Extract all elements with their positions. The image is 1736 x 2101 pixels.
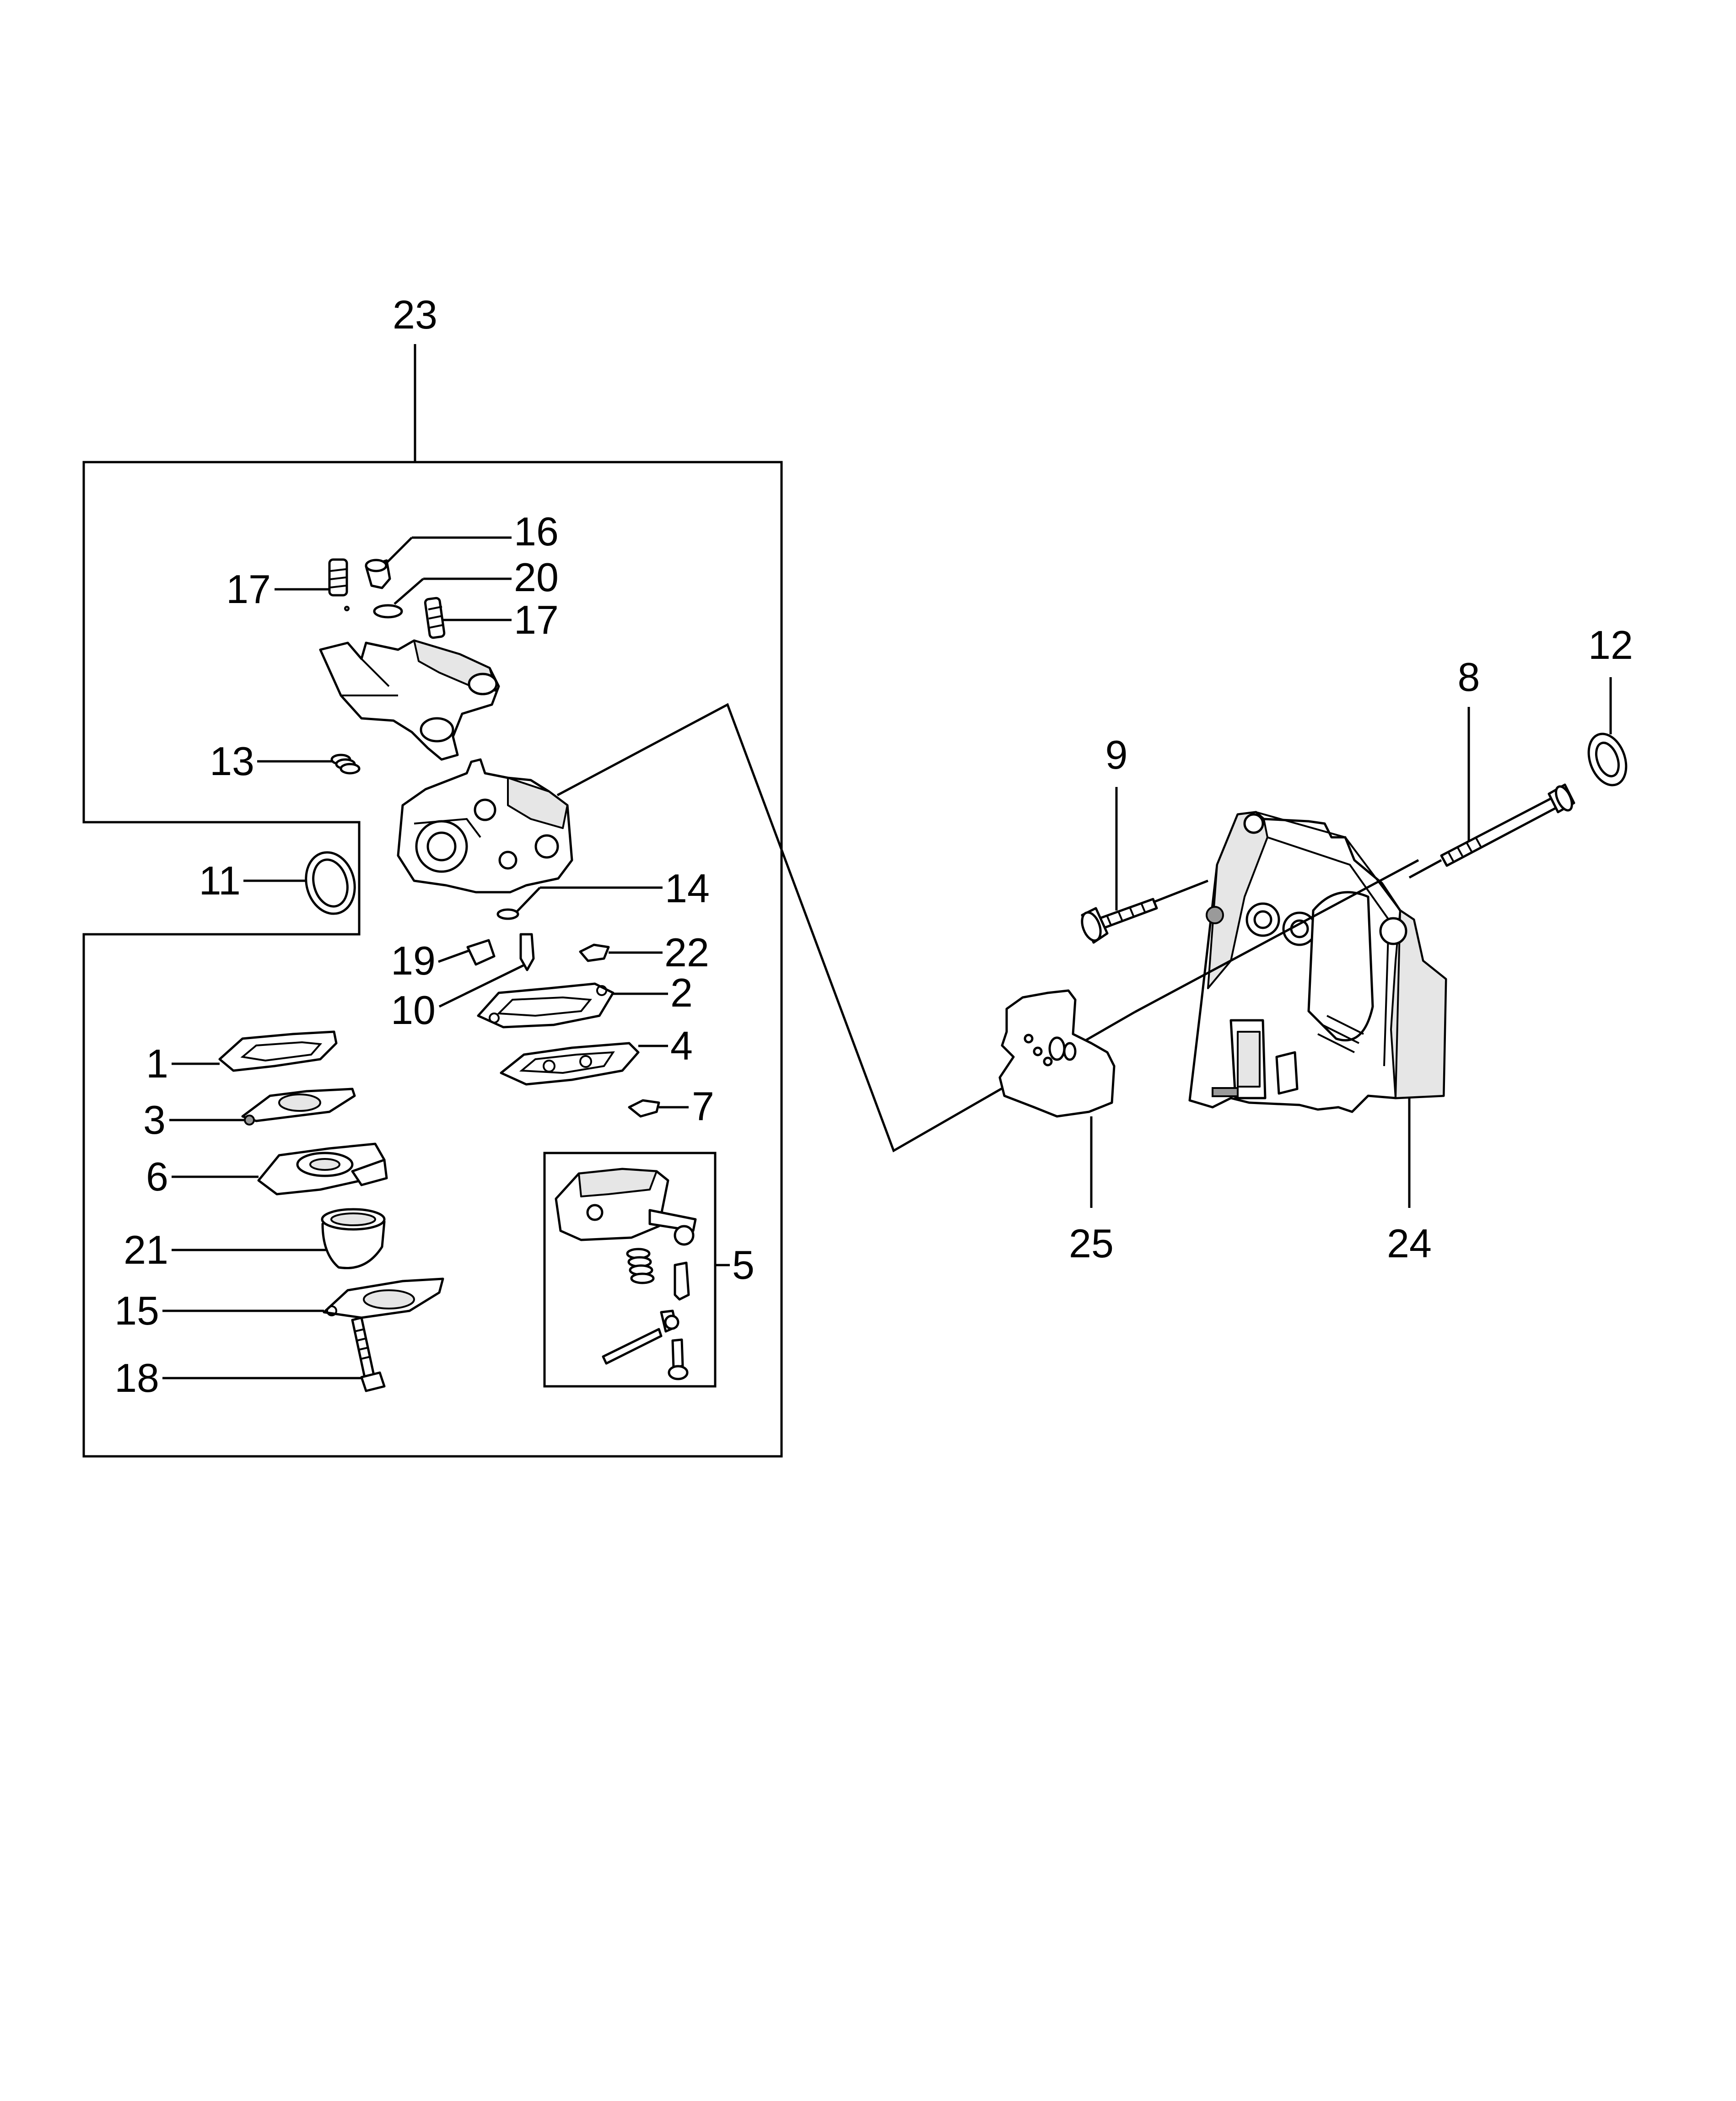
callout-3: 3	[143, 1097, 166, 1142]
callout-8: 8	[1458, 654, 1480, 700]
cover-6	[257, 1142, 388, 1196]
cap-19	[466, 939, 496, 966]
metering-assembly-frame	[543, 1152, 717, 1388]
needle-10	[519, 933, 535, 971]
gasket-1	[218, 1030, 338, 1072]
o-ring-20	[373, 604, 403, 619]
callout-2: 2	[670, 970, 693, 1015]
leader-20	[394, 578, 424, 605]
callout-20: 20	[514, 555, 559, 600]
check-valve-22	[579, 943, 610, 962]
washer-12	[1587, 733, 1628, 787]
callout-17a: 17	[226, 566, 271, 612]
callout-18: 18	[114, 1355, 159, 1401]
bolt-8-axis	[1408, 859, 1442, 879]
screw-18	[351, 1316, 386, 1392]
carburetor-assembly-frame	[82, 461, 783, 1458]
intake-bracket-24	[1188, 811, 1447, 1113]
primer-bulb-21	[321, 1208, 386, 1269]
callout-10: 10	[391, 987, 436, 1033]
bolt-8	[1440, 783, 1575, 867]
insulator-plate-25	[998, 989, 1116, 1118]
leader-14	[516, 887, 541, 912]
metering-assembly-parts	[555, 1168, 697, 1380]
callout-15: 15	[114, 1288, 159, 1333]
callout-17b: 17	[514, 597, 559, 642]
carburetor-upper-body	[319, 639, 500, 761]
callout-16: 16	[514, 509, 559, 554]
screw-9-axis	[1153, 879, 1208, 904]
leader-19	[438, 949, 469, 963]
callout-4: 4	[670, 1023, 693, 1068]
callout-22: 22	[664, 930, 709, 975]
carburetor-main-body	[397, 758, 573, 894]
pump-diaphragm-4	[500, 1042, 640, 1086]
callout-24: 24	[1387, 1221, 1432, 1266]
alignment-axis	[1134, 859, 1419, 1013]
callout-14: 14	[665, 866, 710, 911]
callout-21: 21	[124, 1227, 168, 1272]
callout-1: 1	[146, 1041, 168, 1086]
filter-screen-7	[628, 1099, 660, 1118]
callout-25: 25	[1069, 1221, 1114, 1266]
o-ring-14	[496, 908, 519, 920]
leader-10	[438, 963, 526, 1008]
callout-19: 19	[391, 938, 436, 983]
callout-7: 7	[692, 1083, 714, 1129]
adjusting-screw-right	[424, 597, 446, 639]
fitting	[365, 559, 391, 589]
callout-11: 11	[199, 858, 241, 903]
callout-13: 13	[210, 738, 254, 784]
diaphragm-3	[241, 1088, 356, 1126]
callout-9: 9	[1105, 732, 1128, 777]
spring-13	[330, 754, 361, 775]
callout-5: 5	[732, 1242, 755, 1288]
plate-15	[323, 1277, 444, 1319]
callout-6: 6	[146, 1154, 168, 1199]
leader-16	[386, 537, 413, 564]
screw-9	[1081, 898, 1158, 944]
gasket-2	[477, 982, 615, 1029]
adjusting-screw-left	[328, 558, 350, 611]
o-ring-11	[305, 851, 356, 915]
metering-spring	[626, 1248, 655, 1284]
callout-12: 12	[1588, 622, 1633, 668]
callout-23: 23	[393, 292, 437, 337]
